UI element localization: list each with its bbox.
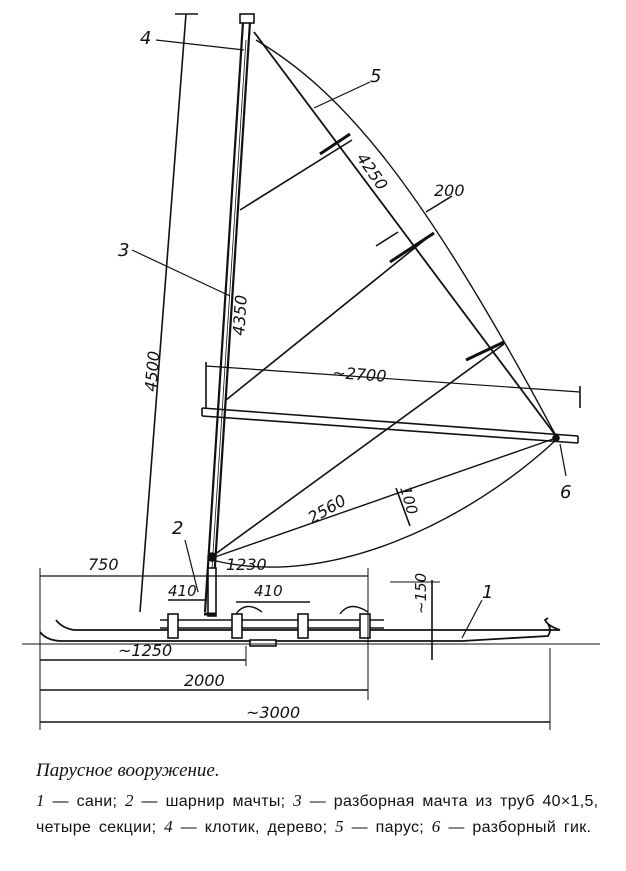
dim-200: 200 — [434, 181, 465, 200]
dim-1230: 1230 — [226, 555, 267, 574]
caption-body: 1 — сани; 2 — шарнир мачты; 3 — разборна… — [36, 791, 599, 836]
sail-luff — [253, 31, 557, 437]
dim-4500: 4500 — [141, 350, 163, 392]
callout-1: 1 — [482, 582, 493, 603]
callout-3: 3 — [118, 240, 129, 261]
dim-1250: ~1250 — [118, 641, 172, 660]
callout-2: 2 — [172, 518, 183, 539]
dim-410-b: 410 — [254, 582, 283, 600]
dim-100: 100 — [396, 484, 421, 516]
dim-2700: ~2700 — [332, 363, 387, 386]
sail-rig-drawing: 1 2 3 4 5 6 4500 4350 4250 200 ~2700 256… — [22, 13, 600, 730]
dim-750: 750 — [88, 555, 119, 574]
dim-4350: 4350 — [229, 294, 251, 336]
boom — [201, 407, 579, 444]
caption-title: Парусное вооружение. — [36, 760, 220, 781]
sled — [39, 605, 561, 647]
callout-4: 4 — [140, 28, 151, 49]
dim-2560: 2560 — [305, 491, 350, 528]
sail-roach — [255, 39, 557, 437]
dim-3000: ~3000 — [246, 703, 300, 722]
dim-150: ~150 — [412, 573, 430, 614]
dim-4500-line — [139, 13, 187, 613]
dim-2000: 2000 — [184, 671, 225, 690]
dim-410-a: 410 — [168, 582, 197, 600]
callout-5: 5 — [370, 66, 381, 87]
figure-caption: Парусное вооружение. 1 — сани; 2 — шарни… — [36, 760, 606, 840]
callout-6: 6 — [560, 482, 571, 503]
mast — [203, 13, 255, 613]
